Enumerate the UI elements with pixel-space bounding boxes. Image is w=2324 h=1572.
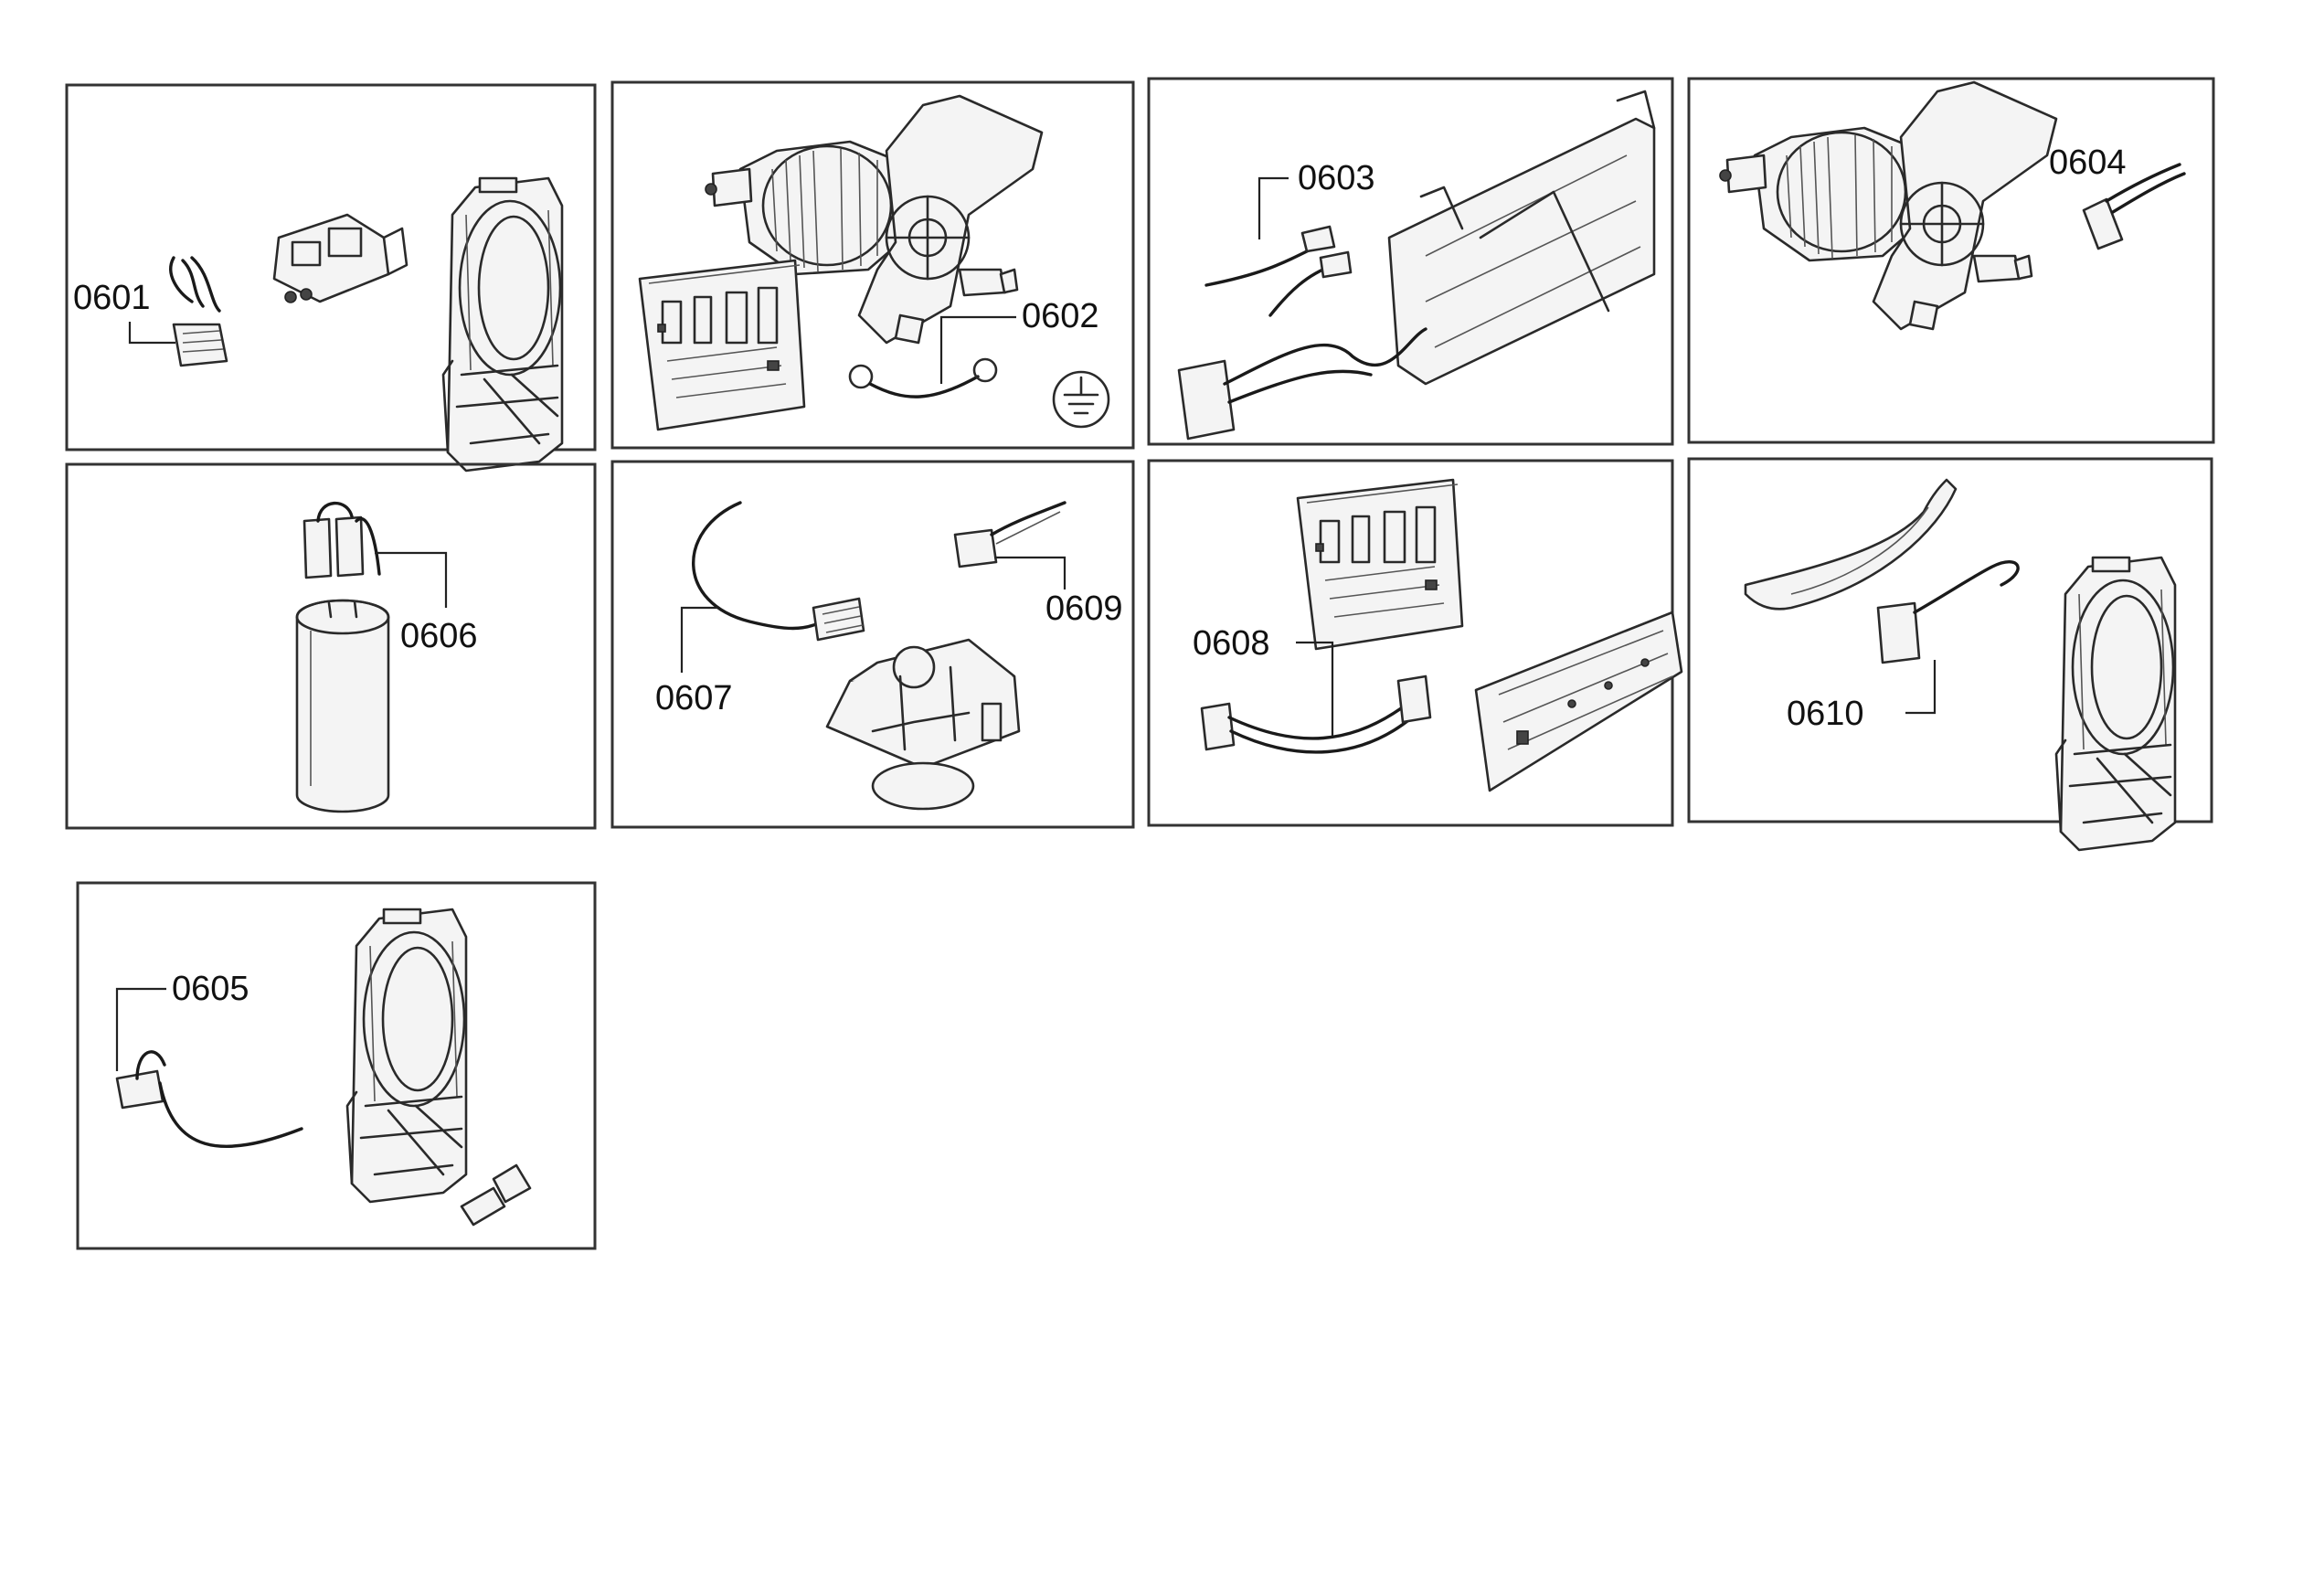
part-wire-harness-0603 bbox=[1204, 225, 1353, 317]
panel-0603: 0603 bbox=[1147, 77, 1674, 446]
part-switch-assembly bbox=[272, 213, 409, 303]
leader-0607 bbox=[680, 606, 717, 673]
leader-0603 bbox=[1258, 176, 1289, 239]
part-drum-bracket-3 bbox=[345, 908, 468, 1204]
part-ground-wire-0602 bbox=[848, 357, 998, 398]
callout-0601: 0601 bbox=[73, 279, 151, 317]
part-heater-element bbox=[1744, 478, 1958, 611]
part-connector-harness bbox=[1177, 327, 1427, 441]
callout-0605: 0605 bbox=[172, 970, 249, 1008]
part-sensor-0610 bbox=[1876, 560, 2020, 664]
panel-0606: 0606 bbox=[65, 462, 597, 830]
panel-0601: 0601 bbox=[65, 83, 597, 473]
callout-0606: 0606 bbox=[400, 617, 478, 655]
callout-0607: 0607 bbox=[655, 679, 733, 717]
part-connector-0604 bbox=[2082, 163, 2186, 250]
leader-0610 bbox=[1905, 660, 1937, 715]
callout-0610: 0610 bbox=[1787, 695, 1864, 733]
callout-0608: 0608 bbox=[1193, 624, 1270, 663]
part-sensor-probe bbox=[460, 1163, 532, 1227]
part-frame-assembly bbox=[1387, 90, 1656, 386]
panel-0607-0609: 0607 0609 bbox=[610, 460, 1135, 829]
callout-0602: 0602 bbox=[1022, 297, 1099, 335]
panel-0608: 0608 bbox=[1147, 459, 1683, 827]
panel-0604: 0604 bbox=[1687, 77, 2215, 444]
leader-0602 bbox=[939, 315, 1016, 384]
part-wire-harness-0605 bbox=[115, 1050, 303, 1148]
part-drum-bracket bbox=[441, 176, 564, 473]
ground-symbol-icon bbox=[1052, 370, 1110, 429]
panel-0610: 0610 bbox=[1687, 457, 2213, 852]
leader-0606 bbox=[375, 551, 448, 608]
part-control-board-2 bbox=[1296, 478, 1464, 651]
part-wire-harness-0608 bbox=[1200, 674, 1432, 754]
leader-0605 bbox=[115, 987, 166, 1071]
part-wire-harness-0607 bbox=[692, 501, 865, 642]
part-control-board bbox=[638, 259, 806, 431]
panel-0605: 0605 bbox=[76, 881, 597, 1250]
part-capacitor-wire-0606 bbox=[302, 501, 381, 579]
part-drum-bracket-2 bbox=[2054, 556, 2177, 852]
part-capacitor bbox=[295, 599, 390, 813]
panel-0602: 0602 bbox=[610, 80, 1135, 450]
callout-0609: 0609 bbox=[1045, 590, 1123, 628]
leader-0608 bbox=[1296, 641, 1334, 736]
part-valve-0609 bbox=[953, 501, 1066, 568]
part-pump-assembly bbox=[825, 638, 1021, 811]
part-display-board bbox=[1474, 611, 1683, 792]
part-drive-motor-2 bbox=[1718, 80, 2058, 331]
leader-0609 bbox=[994, 556, 1066, 590]
callout-0604: 0604 bbox=[2049, 143, 2127, 182]
leader-0601 bbox=[128, 322, 175, 345]
callout-0603: 0603 bbox=[1298, 159, 1375, 197]
part-wire-harness-0601 bbox=[169, 256, 228, 367]
